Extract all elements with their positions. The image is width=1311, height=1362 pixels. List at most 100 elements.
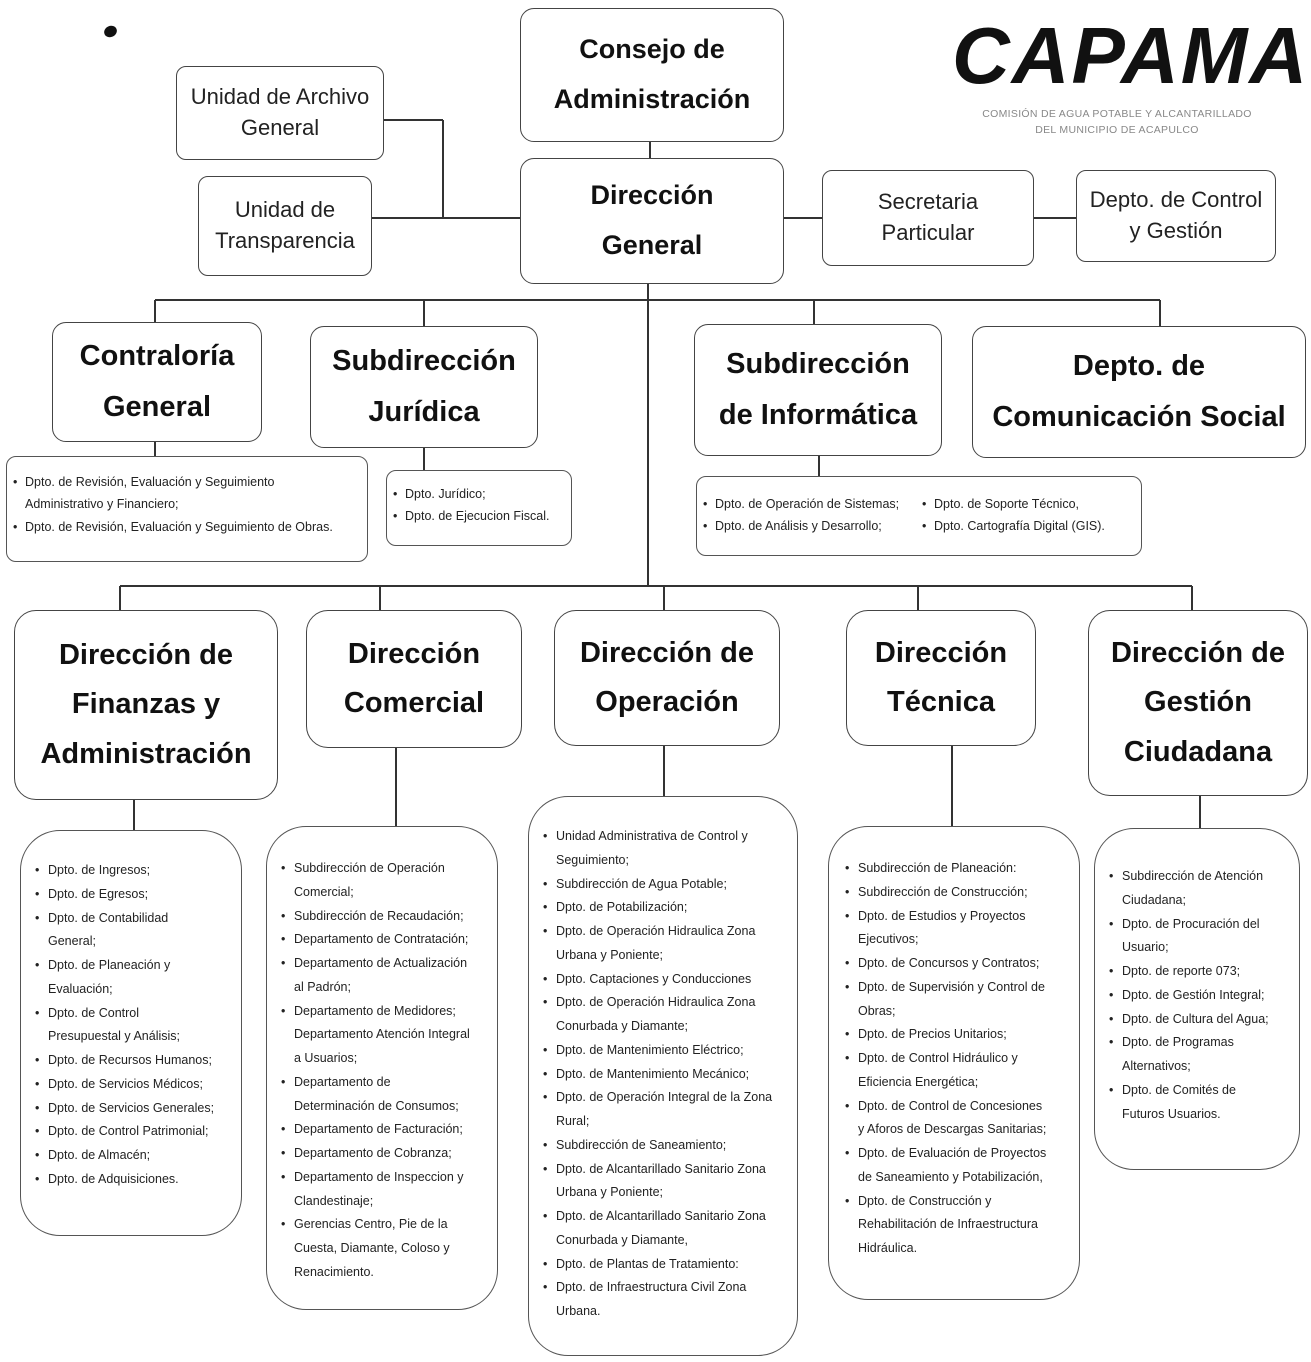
logo-subtitle-line2: DEL MUNICIPIO DE ACAPULCO bbox=[1035, 124, 1199, 136]
list-item: Dpto. de Operación Integral de la Zona R… bbox=[541, 1086, 791, 1134]
list-item: Dpto. de Ingresos; bbox=[33, 859, 233, 883]
list-operacion: Unidad Administrativa de Control y Segui… bbox=[528, 796, 798, 1356]
node-contraloria-label: Contraloría General bbox=[79, 340, 235, 423]
list-item: Dpto. de Potabilización; bbox=[541, 896, 791, 920]
sublist-juridica: Dpto. Jurídico; Dpto. de Ejecucion Fisca… bbox=[386, 470, 572, 546]
list-item: Subdirección de Planeación: bbox=[843, 857, 1073, 881]
node-control-gestion-label: Depto. de Control y Gestión bbox=[1089, 187, 1263, 243]
list-item: Dpto. de Construcción y Rehabilitación d… bbox=[843, 1190, 1073, 1261]
node-unidad-archivo[interactable]: Unidad de Archivo General bbox=[176, 66, 384, 160]
sublist-item: Dpto. de Operación de Sistemas; bbox=[703, 493, 908, 516]
list-item: Departamento de Determinación de Consumo… bbox=[279, 1071, 491, 1119]
sublist-item: Dpto. Jurídico; bbox=[393, 483, 565, 506]
list-item: Subdirección de Construcción; bbox=[843, 881, 1073, 905]
node-comunicacion-social[interactable]: Depto. de Comunicación Social bbox=[972, 326, 1306, 458]
list-item: Departamento de Cobranza; bbox=[279, 1142, 491, 1166]
list-item: Dpto. de reporte 073; bbox=[1107, 960, 1293, 984]
list-item: Dpto. de Concursos y Contratos; bbox=[843, 952, 1073, 976]
list-item: Dpto. de Control Presupuestal y Análisis… bbox=[33, 1002, 233, 1050]
list-item: Dpto. de Programas Alternativos; bbox=[1107, 1031, 1293, 1079]
node-direccion-general-label: Dirección General bbox=[590, 180, 714, 260]
list-item: Subdirección de Recaudación; bbox=[279, 905, 491, 929]
node-finanzas-label: Dirección de Finanzas y Administración bbox=[40, 639, 252, 770]
sublist-item: Dpto. de Revisión, Evaluación y Seguimie… bbox=[13, 471, 361, 516]
node-contraloria-general[interactable]: Contraloría General bbox=[52, 322, 262, 442]
sublist-item: Dpto. Cartografía Digital (GIS). bbox=[922, 515, 1127, 538]
list-item: Dpto. de Planeación y Evaluación; bbox=[33, 954, 233, 1002]
list-finanzas: Dpto. de Ingresos; Dpto. de Egresos; Dpt… bbox=[20, 830, 242, 1236]
list-item: Dpto. de Almacén; bbox=[33, 1144, 233, 1168]
logo-wordmark: CAPAMA bbox=[952, 11, 1310, 100]
node-comunicacion-label: Depto. de Comunicación Social bbox=[992, 350, 1286, 433]
sublist-contraloria: Dpto. de Revisión, Evaluación y Seguimie… bbox=[6, 456, 368, 562]
list-item: Dpto. de Supervisión y Control de Obras; bbox=[843, 976, 1073, 1024]
sublist-item: Dpto. de Análisis y Desarrollo; bbox=[703, 515, 908, 538]
sublist-informatica: Dpto. de Operación de Sistemas; Dpto. de… bbox=[696, 476, 1142, 556]
capama-logo: CAPAMA COMISIÓN DE AGUA POTABLE Y ALCANT… bbox=[952, 6, 1310, 146]
list-item: Dpto. de Evaluación de Proyectos de Sane… bbox=[843, 1142, 1073, 1190]
list-item: Dpto. Captaciones y Conducciones bbox=[541, 968, 791, 992]
node-informatica-label: Subdirección de Informática bbox=[718, 348, 918, 431]
node-direccion-operacion[interactable]: Dirección de Operación bbox=[554, 610, 780, 746]
node-subdireccion-informatica[interactable]: Subdirección de Informática bbox=[694, 324, 942, 456]
list-item: Departamento de Medidores; Departamento … bbox=[279, 1000, 491, 1071]
list-item: Dpto. de Contabilidad General; bbox=[33, 907, 233, 955]
list-comercial: Subdirección de Operación Comercial; Sub… bbox=[266, 826, 498, 1310]
node-control-gestion[interactable]: Depto. de Control y Gestión bbox=[1076, 170, 1276, 262]
list-item: Dpto. de Infraestructura Civil Zona Urba… bbox=[541, 1276, 791, 1324]
node-direccion-comercial[interactable]: Dirección Comercial bbox=[306, 610, 522, 748]
list-gestion-ciudadana: Subdirección de Atención Ciudadana; Dpto… bbox=[1094, 828, 1300, 1170]
sublist-item: Dpto. de Soporte Técnico, bbox=[922, 493, 1127, 516]
list-item: Subdirección de Saneamiento; bbox=[541, 1134, 791, 1158]
sublist-item: Dpto. de Ejecucion Fiscal. bbox=[393, 505, 565, 528]
list-item: Dpto. de Mantenimiento Mecánico; bbox=[541, 1063, 791, 1087]
list-item: Dpto. de Operación Hidraulica Zona Urban… bbox=[541, 920, 791, 968]
node-consejo-administracion[interactable]: Consejo de Administración bbox=[520, 8, 784, 142]
list-item: Subdirección de Operación Comercial; bbox=[279, 857, 491, 905]
node-unidad-transparencia[interactable]: Unidad de Transparencia bbox=[198, 176, 372, 276]
list-item: Dpto. de Procuración del Usuario; bbox=[1107, 913, 1293, 961]
list-item: Dpto. de Cultura del Agua; bbox=[1107, 1008, 1293, 1032]
list-item: Dpto. de Precios Unitarios; bbox=[843, 1023, 1073, 1047]
node-operacion-label: Dirección de Operación bbox=[579, 636, 755, 718]
node-subdireccion-juridica[interactable]: Subdirección Jurídica bbox=[310, 326, 538, 448]
node-direccion-general[interactable]: Dirección General bbox=[520, 158, 784, 284]
list-item: Dpto. de Alcantarillado Sanitario Zona U… bbox=[541, 1158, 791, 1206]
list-item: Departamento de Facturación; bbox=[279, 1118, 491, 1142]
list-item: Dpto. de Recursos Humanos; bbox=[33, 1049, 233, 1073]
node-comercial-label: Dirección Comercial bbox=[343, 637, 485, 719]
list-item: Dpto. de Estudios y Proyectos Ejecutivos… bbox=[843, 905, 1073, 953]
list-item: Departamento de Contratación; bbox=[279, 928, 491, 952]
list-item: Dpto. de Egresos; bbox=[33, 883, 233, 907]
list-item: Gerencias Centro, Pie de la Cuesta, Diam… bbox=[279, 1213, 491, 1284]
list-item: Dpto. de Servicios Médicos; bbox=[33, 1073, 233, 1097]
list-item: Dpto. de Control Hidráulico y Eficiencia… bbox=[843, 1047, 1073, 1095]
node-direccion-tecnica[interactable]: Dirección Técnica bbox=[846, 610, 1036, 746]
list-item: Dpto. de Operación Hidraulica Zona Conur… bbox=[541, 991, 791, 1039]
node-secretaria-label: Secretaria Particular bbox=[877, 189, 979, 245]
list-item: Departamento de Actualización al Padrón; bbox=[279, 952, 491, 1000]
list-item: Dpto. de Control Patrimonial; bbox=[33, 1120, 233, 1144]
list-item: Dpto. de Control de Concesiones y Aforos… bbox=[843, 1095, 1073, 1143]
list-item: Dpto. de Gestión Integral; bbox=[1107, 984, 1293, 1008]
node-juridica-label: Subdirección Jurídica bbox=[332, 345, 516, 428]
node-direccion-finanzas[interactable]: Dirección de Finanzas y Administración bbox=[14, 610, 278, 800]
list-item: Dpto. de Alcantarillado Sanitario Zona C… bbox=[541, 1205, 791, 1253]
logo-subtitle-line1: COMISIÓN DE AGUA POTABLE Y ALCANTARILLAD… bbox=[982, 108, 1252, 120]
list-item: Subdirección de Agua Potable; bbox=[541, 873, 791, 897]
list-item: Subdirección de Atención Ciudadana; bbox=[1107, 865, 1293, 913]
list-item: Dpto. de Servicios Generales; bbox=[33, 1097, 233, 1121]
node-secretaria-particular[interactable]: Secretaria Particular bbox=[822, 170, 1034, 266]
node-transparencia-label: Unidad de Transparencia bbox=[215, 197, 355, 253]
list-tecnica: Subdirección de Planeación: Subdirección… bbox=[828, 826, 1080, 1300]
node-archivo-label: Unidad de Archivo General bbox=[190, 84, 370, 140]
list-item: Dpto. de Adquisiciones. bbox=[33, 1168, 233, 1192]
node-tecnica-label: Dirección Técnica bbox=[874, 636, 1008, 718]
list-item: Dpto. de Plantas de Tratamiento: bbox=[541, 1253, 791, 1277]
node-gestion-ciudadana-label: Dirección de Gestión Ciudadana bbox=[1110, 637, 1286, 768]
list-item: Dpto. de Mantenimiento Eléctrico; bbox=[541, 1039, 791, 1063]
node-direccion-gestion-ciudadana[interactable]: Dirección de Gestión Ciudadana bbox=[1088, 610, 1308, 796]
list-item: Departamento de Inspeccion y Clandestina… bbox=[279, 1166, 491, 1214]
list-item: Unidad Administrativa de Control y Segui… bbox=[541, 825, 791, 873]
